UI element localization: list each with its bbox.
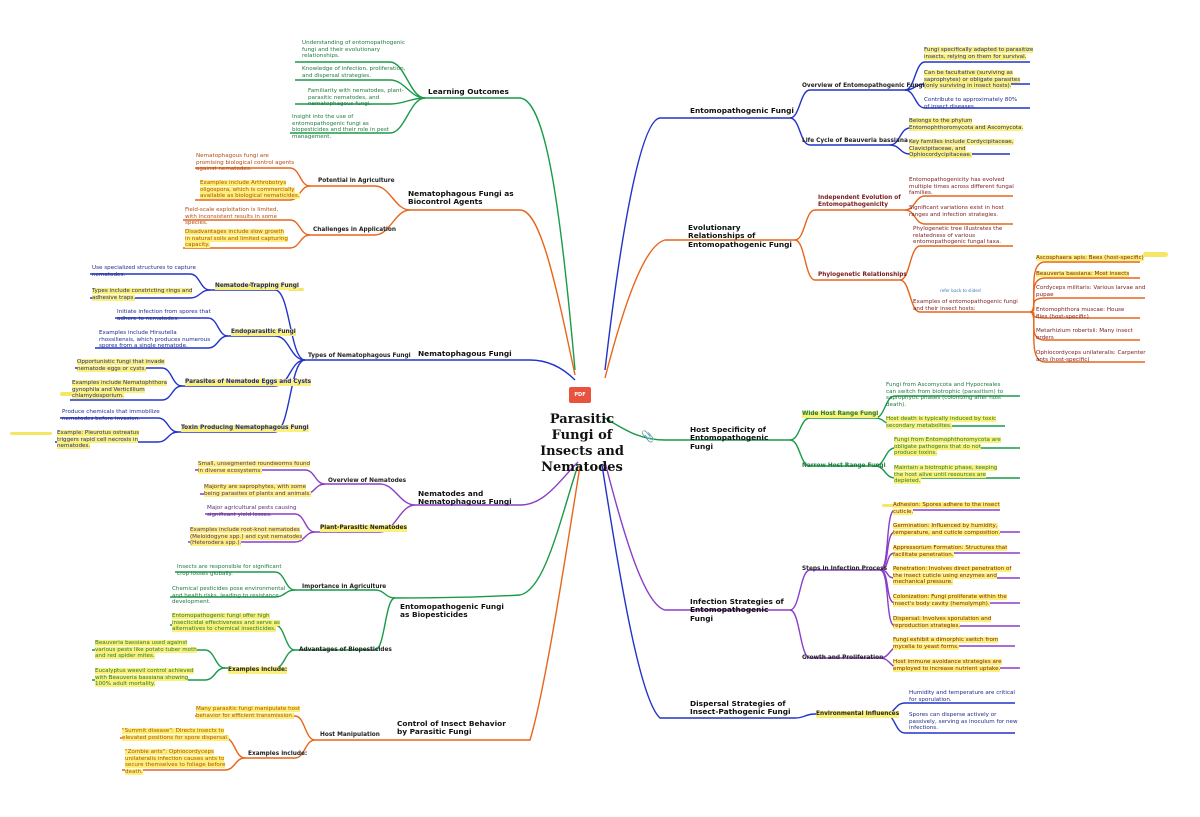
environmental-influences[interactable]: Environmental Influences	[816, 711, 900, 718]
potential-in-agriculture[interactable]: Potential in Agriculture	[318, 178, 395, 184]
independent-evolution[interactable]: Independent Evolution of Entomopathogeni…	[818, 195, 901, 208]
nematodes-item: Small, unsegmented roundworms found in d…	[198, 461, 311, 474]
parasites-of-eggs-and-cysts[interactable]: Parasites of Nematode Eggs and Cysts	[185, 379, 312, 386]
biopesticides-item: Insects are responsible for significant …	[177, 564, 282, 577]
behavior-examples[interactable]: Examples include:	[248, 751, 308, 757]
biocontrol-item: Disadvantages include slow growth in nat…	[185, 229, 288, 249]
highlighter-mark	[1143, 252, 1168, 257]
nematophagous-item: Opportunistic fungi that invade nematode…	[77, 359, 165, 372]
overview-of-nematodes[interactable]: Overview of Nematodes	[328, 478, 407, 484]
ento-item: Key families include Cordycipitaceae, Cl…	[909, 139, 1014, 159]
highlighter-mark	[10, 432, 52, 435]
biopesticides-item: Entomopathogenic fungi offer high insect…	[172, 613, 280, 633]
overview-of-entomopathogenic-fungi[interactable]: Overview of Entomopathogenic Fungi	[802, 83, 925, 89]
infection-item: Fungi exhibit a dimorphic switch from my…	[893, 637, 999, 650]
ento-item: Belongs to the phylum Entomophthoromycot…	[909, 118, 1024, 131]
nematodes-item: Major agricultural pests causing signifi…	[207, 505, 297, 518]
branch-host-specificity[interactable]: Host Specificity of Entomopathogenic Fun…	[690, 425, 769, 451]
branch-nematophagous-fungi[interactable]: Nematophagous Fungi	[418, 349, 512, 358]
branch-learning-outcomes[interactable]: Learning Outcomes	[428, 87, 509, 96]
host-item: Fungi from Ascomycota and Hypocreales ca…	[886, 382, 1004, 409]
evo-example: Ophiocordyceps unilateralis: Carpenter a…	[1036, 350, 1146, 363]
host-manipulation[interactable]: Host Manipulation	[320, 732, 380, 738]
nematophagous-item: Examples include Nematophthora gynophila…	[72, 380, 168, 400]
steps-in-infection-process[interactable]: Steps in Infection Process	[802, 566, 888, 572]
branch-insect-behavior[interactable]: Control of Insect Behavior by Parasitic …	[397, 719, 506, 737]
ento-item: Fungi specifically adapted to parasitize…	[924, 47, 1034, 60]
evo-item: Examples of entomopathogenic fungi and t…	[913, 299, 1018, 312]
phylogenetic-relationships[interactable]: Phylogenetic Relationships	[818, 272, 907, 278]
learning-item: Knowledge of infection, proliferation, a…	[302, 66, 406, 79]
infection-item: Germination: Influenced by humidity, tem…	[893, 523, 1001, 536]
evo-example: Entomophthora muscae: House flies (host-…	[1036, 307, 1125, 320]
pdf-icon[interactable]: PDF	[569, 387, 591, 403]
nematophagous-item: Initiate infection from spores that adhe…	[117, 309, 211, 322]
host-item: Maintain a biotrophic phase, keeping the…	[894, 465, 998, 485]
highlighter-mark	[60, 392, 80, 396]
biocontrol-item: Field-scale exploitation is limited, wit…	[185, 207, 279, 227]
branch-dispersal-strategies[interactable]: Dispersal Strategies of Insect-Pathogeni…	[690, 699, 791, 717]
infection-item: Penetration: Involves direct penetration…	[893, 566, 1012, 586]
infection-item: Adhesion: Spores adhere to the insect cu…	[893, 502, 1000, 515]
biocontrol-item: Nematophagous fungi are promising biolog…	[196, 153, 295, 173]
paperclip-icon[interactable]: 📎	[641, 430, 655, 443]
branch-nematodes[interactable]: Nematodes and Nematophagous Fungi	[418, 489, 512, 507]
ento-item: Can be facultative (surviving as saproph…	[924, 70, 1021, 90]
branch-biocontrol[interactable]: Nematophagous Fungi as Biocontrol Agents	[408, 189, 514, 207]
nematophagous-item: Use specialized structures to capture ne…	[92, 265, 196, 278]
branch-infection-strategies[interactable]: Infection Strategies of Entomopathogenic…	[690, 597, 784, 623]
dispersal-item: Humidity and temperature are critical fo…	[909, 690, 1015, 703]
nematode-trapping-fungi[interactable]: Nematode-Trapping Fungi	[215, 283, 299, 290]
biopesticides-item: Chemical pesticides pose environmental a…	[172, 586, 286, 606]
host-item: Fungi from Entomophthoromycota are oblig…	[894, 437, 1001, 457]
endoparasitic-fungi[interactable]: Endoparasitic Fungi	[231, 329, 296, 336]
life-cycle-beauveria[interactable]: Life Cycle of Beauveria bassiana	[802, 138, 908, 144]
host-item: Host death is typically induced by toxic…	[886, 416, 997, 429]
nematophagous-item: Example: Pleurotus ostreatus triggers ra…	[57, 430, 140, 450]
learning-item: Insight into the use of entomopathogenic…	[292, 114, 389, 141]
dispersal-item: Spores can disperse actively or passivel…	[909, 712, 1018, 732]
learning-item: Understanding of entomopathogenic fungi …	[302, 40, 405, 60]
biopesticide-examples[interactable]: Examples include:	[228, 667, 288, 674]
evo-item: Significant variations exist in host ran…	[909, 205, 1004, 218]
behavior-item: "Summit disease": Directs insects to ele…	[122, 728, 229, 741]
branch-biopesticides[interactable]: Entomopathogenic Fungi as Biopesticides	[400, 602, 504, 620]
behavior-item: "Zombie ants": Ophiocordyceps unilateral…	[125, 749, 226, 776]
evo-example: Cordyceps militaris: Various larvae and …	[1036, 285, 1146, 298]
wide-host-range-fungi[interactable]: Wide Host Range Fungi	[802, 411, 879, 418]
biocontrol-item: Examples include Arthrobotrys oligospora…	[200, 180, 300, 200]
infection-item: Appressorium Formation: Structures that …	[893, 545, 1008, 558]
evo-item: Entomopathogenicity has evolved multiple…	[909, 177, 1014, 197]
challenges-in-application[interactable]: Challenges in Application	[313, 227, 396, 233]
infection-item: Colonization: Fungi proliferate within t…	[893, 594, 1007, 607]
evo-example: Metarhizium robertsii: Many insect order…	[1036, 328, 1133, 341]
nematodes-item: Majority are saprophytes, with some bein…	[204, 484, 312, 497]
types-of-nematophagous-fungi[interactable]: Types of Nematophagous Fungi	[308, 353, 411, 359]
infection-item: Host immune avoidance strategies are emp…	[893, 659, 1002, 672]
importance-in-agriculture[interactable]: Importance in Agriculture	[302, 584, 387, 590]
biopesticides-item: Eucalyptus weevil control achieved with …	[95, 668, 194, 688]
ento-item: Contribute to approximately 80% of insec…	[924, 97, 1018, 110]
biopesticides-item: Beauveria bassiana used against various …	[95, 640, 197, 660]
behavior-item: Many parasitic fungi manipulate host beh…	[196, 706, 301, 719]
evo-example: Ascosphaera apis: Bees (host-specific)	[1036, 255, 1144, 261]
infection-item: Dispersal: Involves sporulation and repr…	[893, 616, 992, 629]
highlighter-mark	[882, 504, 894, 507]
nematodes-item: Examples include root-knot nematodes (Me…	[190, 527, 303, 547]
refer-back-note: refer back to slides!	[940, 288, 982, 293]
branch-entomopathogenic-fungi[interactable]: Entomopathogenic Fungi	[690, 106, 794, 115]
nematophagous-item: Types include constricting rings and adh…	[92, 288, 193, 301]
nematophagous-item: Examples include Hirsutella rhossiliensi…	[99, 330, 211, 350]
evo-example: Beauveria bassiana: Most insects	[1036, 271, 1130, 277]
advantages-of-biopesticides[interactable]: Advantages of Biopesticides	[299, 647, 392, 653]
branch-evolutionary-relationships[interactable]: Evolutionary Relationships of Entomopath…	[688, 223, 792, 249]
learning-item: Familiarity with nematodes, plant-parasi…	[308, 88, 404, 108]
growth-and-proliferation[interactable]: Growth and Proliferation	[802, 655, 884, 661]
nematophagous-item: Produce chemicals that immobilize nemato…	[62, 409, 160, 422]
central-topic[interactable]: Parasitic Fungi of Insects and Nematodes	[540, 412, 624, 475]
narrow-host-range-fungi[interactable]: Narrow Host Range Fungi	[802, 463, 886, 469]
evo-item: Phylogenetic tree illustrates the relate…	[913, 226, 1003, 246]
plant-parasitic-nematodes[interactable]: Plant-Parasitic Nematodes	[320, 525, 407, 532]
toxin-producing-fungi[interactable]: Toxin Producing Nematophagous Fungi	[181, 425, 309, 432]
